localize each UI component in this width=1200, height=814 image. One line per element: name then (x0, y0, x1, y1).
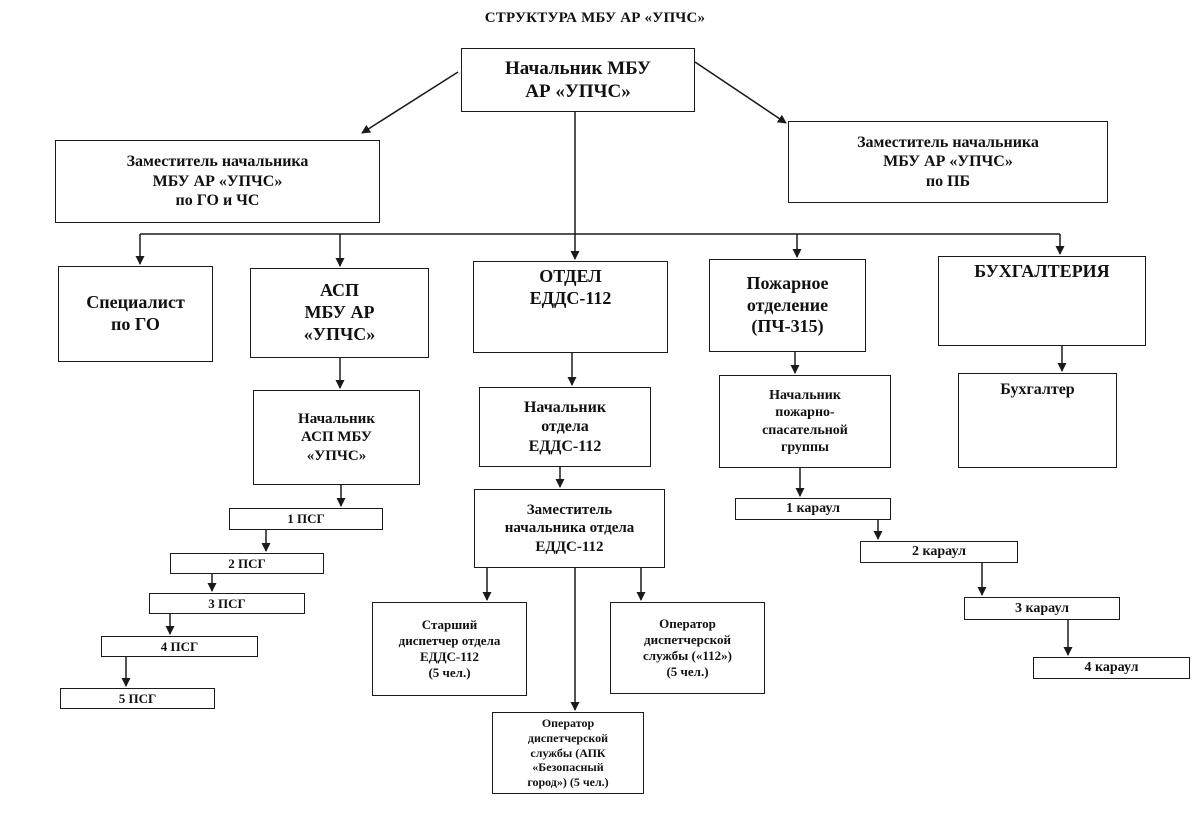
box-accounting: БУХГАЛТЕРИЯ (938, 256, 1146, 346)
box-guard1-label: 1 караул (786, 501, 840, 517)
arrow-head-to-deputy-go (361, 71, 459, 134)
box-psg5: 5 ПСГ (60, 688, 215, 709)
box-edds-deputy-label: Заместитель начальника отдела ЕДДС-112 (504, 502, 635, 555)
box-operator-112-label: Оператор диспетчерской службы («112») (5… (643, 616, 732, 679)
box-senior-dispatcher-label: Старший диспетчер отдела ЕДДС-112 (5 чел… (398, 617, 501, 680)
box-fire-dept: Пожарное отделение (ПЧ-315) (709, 259, 866, 352)
box-deputy-pb-label: Заместитель начальника МБУ АР «УПЧС» по … (857, 133, 1039, 190)
box-accountant: Бухгалтер (958, 373, 1117, 468)
box-guard4: 4 караул (1033, 657, 1190, 679)
box-fire-group-head: Начальник пожарно- спасательной группы (719, 375, 891, 468)
box-specialist-go-label: Специалист по ГО (86, 292, 185, 334)
arrow-head-to-deputy-pb (694, 61, 787, 124)
box-fire-dept-label: Пожарное отделение (ПЧ-315) (746, 272, 829, 337)
box-guard1: 1 караул (735, 498, 891, 520)
box-edds-head: Начальник отдела ЕДДС-112 (479, 387, 651, 467)
box-psg2: 2 ПСГ (170, 553, 324, 574)
box-fire-group-head-label: Начальник пожарно- спасательной группы (762, 388, 848, 455)
box-edds-dept-label: ОТДЕЛ ЕДДС-112 (529, 266, 612, 308)
box-senior-dispatcher: Старший диспетчер отдела ЕДДС-112 (5 чел… (372, 602, 527, 696)
box-operator-apk: Оператор диспетчерской службы (АПК «Безо… (492, 712, 644, 794)
box-accounting-label: БУХГАЛТЕРИЯ (974, 261, 1110, 281)
box-asp-label: АСП МБУ АР «УПЧС» (303, 280, 376, 344)
box-psg1: 1 ПСГ (229, 508, 383, 530)
box-edds-dept: ОТДЕЛ ЕДДС-112 (473, 261, 668, 353)
box-psg4: 4 ПСГ (101, 636, 258, 657)
box-deputy-pb: Заместитель начальника МБУ АР «УПЧС» по … (788, 121, 1108, 203)
box-psg3: 3 ПСГ (149, 593, 305, 614)
box-asp-head: Начальник АСП МБУ «УПЧС» (253, 390, 420, 485)
box-deputy-go-label: Заместитель начальника МБУ АР «УПЧС» по … (126, 153, 309, 210)
box-guard3-label: 3 караул (1015, 600, 1069, 616)
box-psg5-label: 5 ПСГ (118, 690, 157, 706)
box-guard4-label: 4 караул (1084, 660, 1139, 676)
chart-title: СТРУКТУРА МБУ АР «УПЧС» (484, 10, 706, 26)
box-asp-head-label: Начальник АСП МБУ «УПЧС» (298, 411, 375, 464)
box-edds-head-label: Начальник отдела ЕДДС-112 (523, 398, 607, 455)
box-psg4-label: 4 ПСГ (160, 638, 199, 654)
box-guard2: 2 караул (860, 541, 1018, 563)
box-guard3: 3 караул (964, 597, 1120, 620)
box-asp: АСП МБУ АР «УПЧС» (250, 268, 429, 358)
box-psg1-label: 1 ПСГ (287, 511, 325, 527)
box-guard2-label: 2 караул (912, 544, 966, 560)
box-head-label: Начальник МБУ АР «УПЧС» (505, 57, 651, 102)
box-head: Начальник МБУ АР «УПЧС» (461, 48, 695, 112)
box-edds-deputy: Заместитель начальника отдела ЕДДС-112 (474, 489, 665, 568)
box-accountant-label: Бухгалтер (1000, 381, 1075, 398)
box-psg3-label: 3 ПСГ (208, 595, 246, 611)
box-specialist-go: Специалист по ГО (58, 266, 213, 362)
box-deputy-go: Заместитель начальника МБУ АР «УПЧС» по … (55, 140, 380, 223)
box-operator-apk-label: Оператор диспетчерской службы (АПК «Безо… (527, 716, 609, 789)
box-operator-112: Оператор диспетчерской службы («112») (5… (610, 602, 765, 694)
box-psg2-label: 2 ПСГ (228, 555, 266, 571)
